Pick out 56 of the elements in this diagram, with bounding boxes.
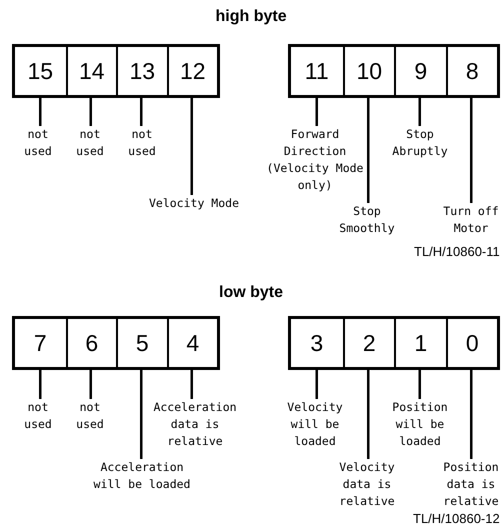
bit-cell: 6 xyxy=(66,319,116,367)
register-box xyxy=(12,316,220,370)
bit-cell: 2 xyxy=(342,319,394,367)
bit-description: Velocity will be loaded xyxy=(286,399,344,450)
bit-cell: 4 xyxy=(166,319,217,367)
bit-cell: 12 xyxy=(166,47,217,95)
leader-line xyxy=(418,370,421,399)
bit-cell: 3 xyxy=(291,319,342,367)
bit-description: Turn off Motor xyxy=(442,203,500,237)
section-heading: low byte xyxy=(219,284,284,302)
bit-description: Stop Smoothly xyxy=(338,203,396,237)
leader-line xyxy=(39,370,42,399)
leader-line xyxy=(140,370,142,459)
register-box xyxy=(288,44,500,98)
leader-line xyxy=(470,98,472,203)
figure-code: TL/H/10860-11 xyxy=(414,244,500,259)
bit-cell: 11 xyxy=(291,47,342,95)
bit-description: Velocity data is relative xyxy=(338,459,396,510)
register-box xyxy=(12,44,220,98)
section-heading: high byte xyxy=(216,8,287,26)
bit-cell: 10 xyxy=(342,47,394,95)
figure-code: TL/H/10860-12 xyxy=(413,511,500,526)
leader-line xyxy=(367,370,370,459)
leader-line xyxy=(90,98,92,126)
bit-description: not used xyxy=(75,126,105,160)
bit-cell: 0 xyxy=(446,319,497,367)
bit-description: Position data is relative xyxy=(442,459,500,510)
bit-description: Position will be loaded xyxy=(391,399,449,450)
bit-cell: 15 xyxy=(15,47,66,95)
leader-line xyxy=(140,98,142,126)
bit-cell: 7 xyxy=(15,319,66,367)
bit-description: Acceleration will be loaded xyxy=(92,459,192,493)
register-box xyxy=(288,316,500,370)
leader-line xyxy=(316,98,318,126)
bit-description: Acceleration data is relative xyxy=(152,399,238,450)
leader-line xyxy=(190,98,193,195)
bit-cell: 5 xyxy=(116,319,166,367)
bit-cell: 13 xyxy=(116,47,166,95)
bit-cell: 9 xyxy=(394,47,446,95)
leader-line xyxy=(470,370,472,459)
bit-cell: 1 xyxy=(394,319,446,367)
bit-description: Velocity Mode xyxy=(148,195,240,212)
leader-line xyxy=(90,370,92,399)
leader-line xyxy=(190,370,193,399)
bit-description: not used xyxy=(127,126,157,160)
leader-line xyxy=(418,98,421,126)
bit-cell: 8 xyxy=(446,47,497,95)
leader-line xyxy=(367,98,370,203)
bit-description: Forward Direction (Velocity Mode only) xyxy=(266,126,364,194)
leader-line xyxy=(39,98,42,126)
bit-description: Stop Abruptly xyxy=(391,126,449,160)
bit-description: not used xyxy=(75,399,105,433)
leader-line xyxy=(316,370,318,399)
bit-cell: 14 xyxy=(66,47,116,95)
bit-description: not used xyxy=(23,126,53,160)
bit-description: not used xyxy=(23,399,53,433)
